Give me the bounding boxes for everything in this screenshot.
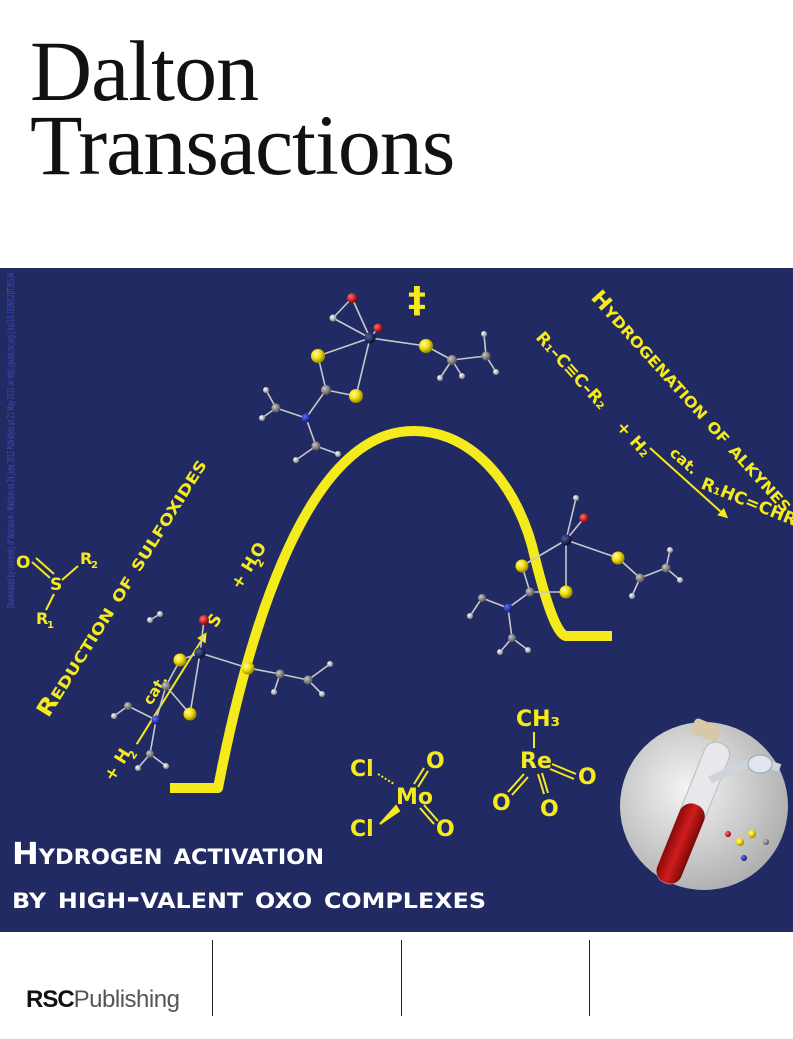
journal-title: Dalton Transactions (30, 23, 455, 193)
footer-divider-2 (401, 940, 402, 1016)
re-o-bottom: O (540, 797, 559, 822)
sulfoxide-r2-sub: 2 (91, 560, 98, 571)
sulfoxide-r1-sub: 1 (47, 620, 54, 631)
rsc-logo-text: RSC (26, 986, 75, 1013)
right-plus-h2: + H₂ (612, 417, 655, 461)
mo-cl-bottom: Cl (350, 817, 374, 842)
left-reaction-arrowhead (197, 632, 207, 644)
cover-illustration: Reduction of sulfoxides + H 2 cat. S + H… (0, 268, 793, 932)
sulfoxide-r1: R (36, 609, 48, 628)
right-reactant: R₁–C≡C–R₂ (531, 328, 611, 414)
right-cat-label: cat. (666, 444, 702, 479)
re-ch3: CH₃ (516, 707, 560, 732)
mo-o-top: O (426, 749, 445, 774)
cover-illustration-svg: Reduction of sulfoxides + H 2 cat. S + H… (6, 273, 793, 916)
publishing-logo-text: Publishing (73, 986, 180, 1013)
molecule-transition-state-atoms (259, 293, 499, 463)
sulfoxide-o: O (16, 553, 30, 573)
svg-text:Downloaded by University of Wi: Downloaded by University of Wisconsin - … (6, 273, 17, 608)
main-title-line2: by high-valent oxo complexes (12, 881, 486, 916)
main-title-line1: Hydrogen activation (12, 837, 324, 872)
re-complex: CH₃ Re O O O (492, 707, 597, 822)
energy-profile-curve (170, 426, 612, 793)
re-o-right: O (578, 765, 597, 790)
transition-state-symbol: ‡ (408, 280, 426, 321)
mo-metal: Mo (396, 785, 433, 810)
mo-o-bottom: O (436, 817, 455, 842)
molecule-reactant-atoms (111, 611, 333, 771)
journal-title-line2: Transactions (30, 97, 455, 193)
molecule-product-atoms (467, 495, 683, 655)
mo-complex: Cl Cl Mo O O (350, 749, 455, 842)
right-section-title: Hydrogenation of alkynes (586, 285, 793, 517)
journal-title-line1: Dalton (30, 23, 259, 119)
footer-divider-1 (212, 940, 213, 1016)
sulfoxide-s: S (50, 575, 62, 595)
sulfoxide-r2: R (80, 549, 92, 568)
footer-divider-3 (589, 940, 590, 1016)
schlenk-flask-photo (620, 718, 788, 890)
rsc-publishing-logo[interactable]: RSCPublishing (26, 986, 180, 1014)
re-metal: Re (520, 749, 552, 774)
mo-cl-top: Cl (350, 757, 374, 782)
molecule-product (469, 497, 681, 653)
left-reaction-arrow (135, 640, 203, 745)
re-o-left: O (492, 791, 511, 816)
cover-footer: RSCPublishing (0, 932, 793, 1039)
download-watermark: Downloaded by University of Wisconsin - … (6, 273, 17, 608)
right-title-group: Hydrogenation of alkynes (586, 285, 793, 517)
sulfoxide-structure: S O R 1 R 2 (16, 549, 98, 631)
